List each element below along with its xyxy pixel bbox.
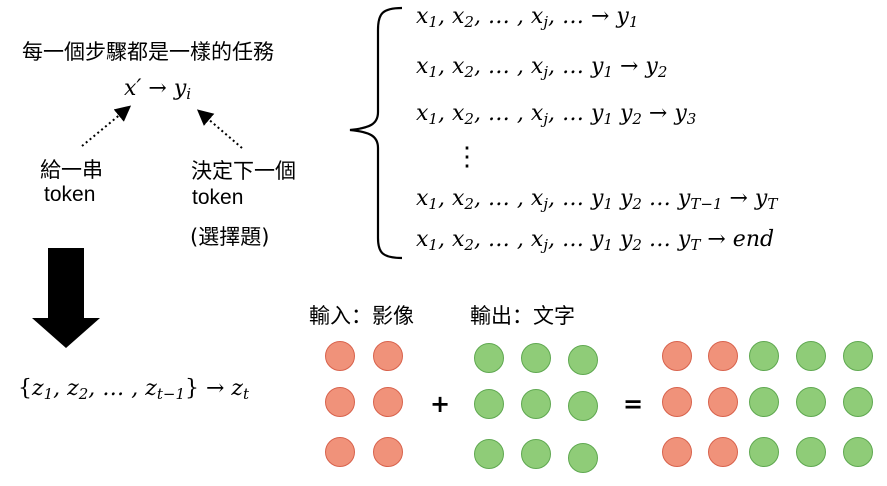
result-red-dot [708, 437, 738, 467]
green-dot [521, 343, 551, 373]
bottom-formula: {z1, z2, … , zt−1} → zt [18, 376, 250, 403]
result-red-dot [662, 341, 692, 371]
step-vdots: ⋮ [454, 142, 480, 172]
result-red-dot [708, 387, 738, 417]
formula-x-prime: x′ [124, 76, 142, 101]
green-dot [474, 343, 504, 373]
result-green-dot [749, 437, 779, 467]
label-multiple-choice: (選擇題) [190, 225, 270, 249]
label-give-tokens-token: token [44, 183, 96, 206]
result-green-dot [796, 437, 826, 467]
plus-sign: + [430, 390, 451, 418]
formula-y-sub: i [186, 85, 192, 103]
dotted-arrow-right [196, 109, 243, 149]
step-row-2: x1, x2, … , xj, … y1 → y2 [416, 54, 668, 81]
result-green-dot [749, 341, 779, 371]
green-dot [568, 391, 598, 421]
result-green-dot [843, 437, 873, 467]
result-green-dot [843, 341, 873, 371]
result-red-dot [708, 341, 738, 371]
formula-next-token: x′ → yi [124, 76, 191, 103]
red-dot [325, 437, 355, 467]
formula-arrow: → [148, 76, 167, 101]
result-green-dot [749, 387, 779, 417]
green-dot [474, 389, 504, 419]
dotted-arrow-left [81, 105, 132, 147]
step-row-4: x1, x2, … , xj, … y1 y2 … yT−1 → yT [416, 186, 778, 213]
result-green-dot [796, 341, 826, 371]
step-row-1: x1, x2, … , xj, … → y1 [416, 4, 639, 31]
result-green-dot [843, 387, 873, 417]
red-dot [373, 437, 403, 467]
big-down-arrow [32, 248, 100, 348]
green-dot [568, 345, 598, 375]
equals-sign: = [623, 390, 644, 418]
label-output-text: 輸出：文字 [470, 304, 575, 328]
red-dot [373, 341, 403, 371]
red-dot [325, 387, 355, 417]
red-dot [325, 341, 355, 371]
label-give-tokens: 給一串 [40, 158, 103, 182]
step-row-5: x1, x2, … , xj, … y1 y2 … yT → end [416, 227, 775, 254]
green-dot [521, 389, 551, 419]
step-row-3: x1, x2, … , xj, … y1 y2 → y3 [416, 101, 697, 128]
red-dot [373, 387, 403, 417]
green-dot [521, 439, 551, 469]
green-dot [474, 439, 504, 469]
result-red-dot [662, 437, 692, 467]
result-red-dot [662, 387, 692, 417]
caption-same-task: 每一個步驟都是一樣的任務 [22, 40, 274, 64]
formula-y: y [173, 76, 187, 101]
label-input-image: 輸入：影像 [309, 304, 414, 328]
label-decide-next: 決定下一個 [191, 159, 296, 183]
curly-brace [349, 6, 403, 260]
label-decide-next-token: token [192, 186, 244, 209]
result-green-dot [796, 387, 826, 417]
green-dot [568, 443, 598, 473]
